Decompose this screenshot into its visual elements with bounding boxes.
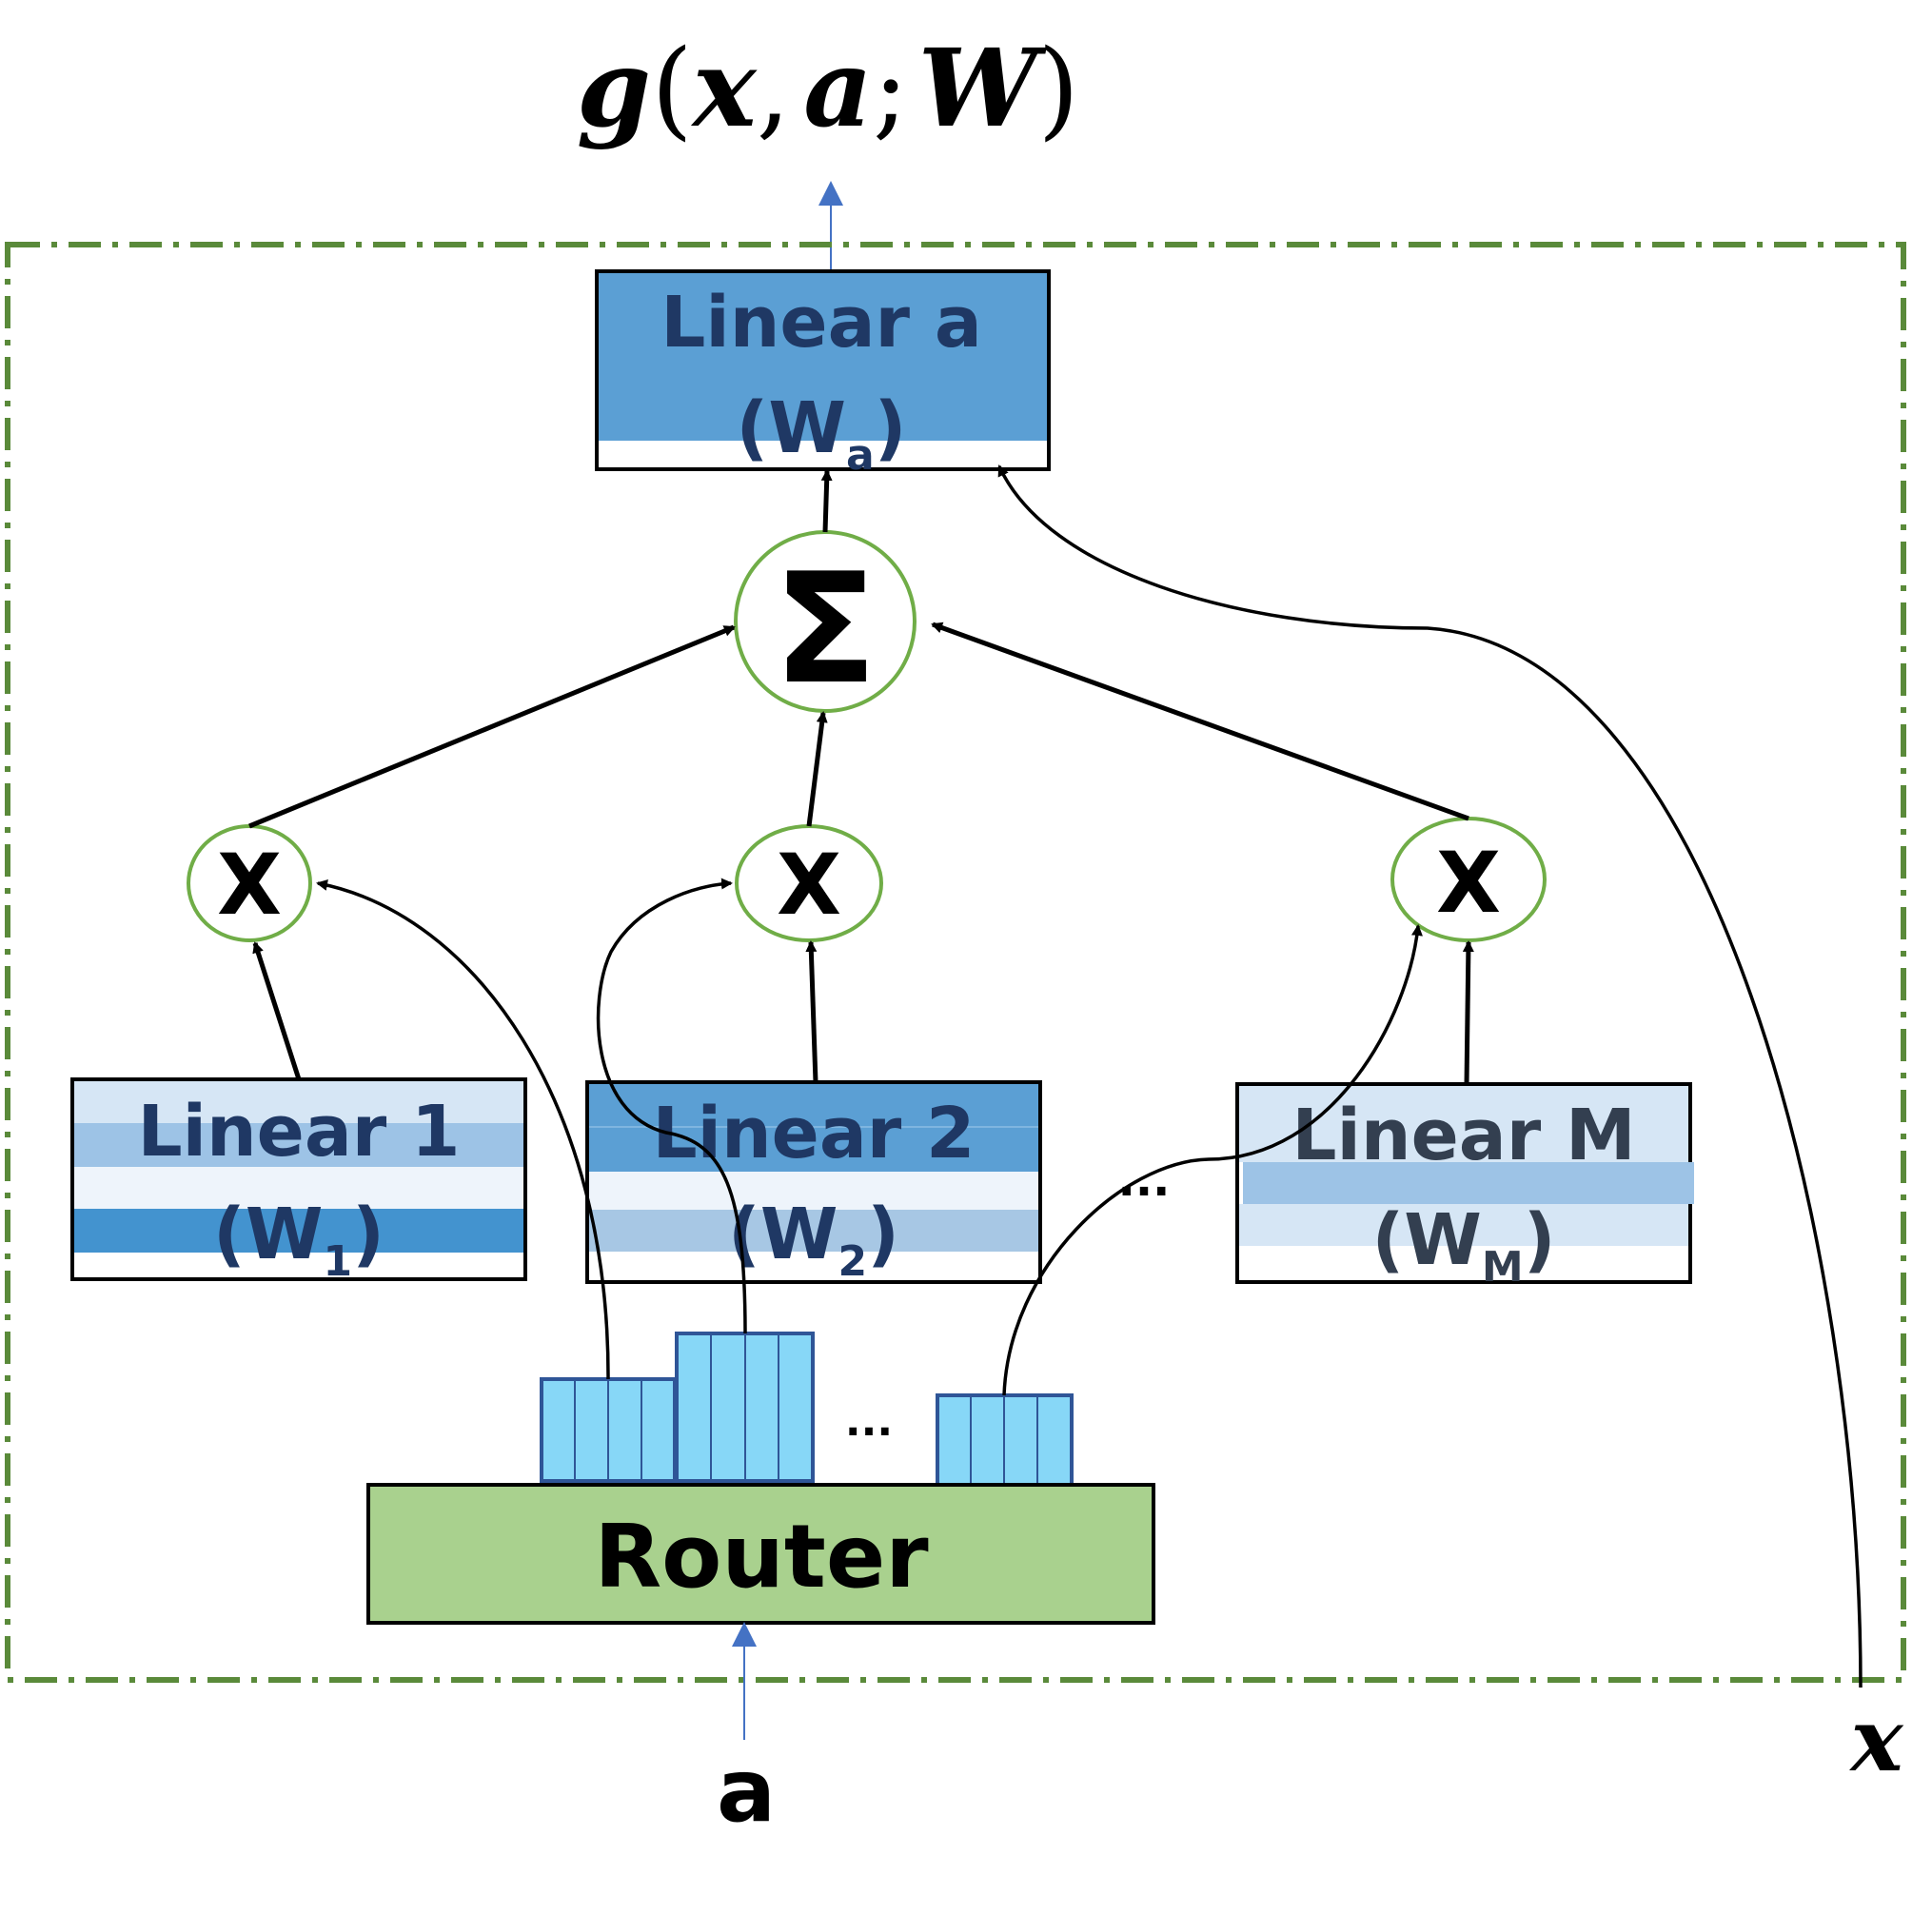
linear-1-title: Linear 1 [137, 1091, 460, 1173]
linear-a-weight-subscript: a [846, 431, 875, 480]
sum-symbol: Σ [773, 540, 877, 718]
gate-arrow-m [1002, 924, 1423, 1396]
linear-2-weight-subscript: 2 [838, 1237, 868, 1286]
input-a-label: a [717, 1740, 776, 1842]
output-a: a [803, 27, 873, 151]
linear-2-weight: (W2) [728, 1194, 899, 1286]
linear-2-block: Linear 2 (W2) [585, 1080, 1042, 1286]
arrow-mult1-to-sum [248, 624, 736, 829]
linear-a-weight-close: ) [875, 387, 907, 469]
linear-m-weight-close: ) [1524, 1199, 1556, 1281]
linear-a-block: Linear a (Wa) [595, 269, 1051, 480]
multiply-symbol-1: X [217, 836, 282, 934]
linear-1-weight-close: ) [352, 1194, 384, 1275]
router-gate-bar-m [936, 1393, 1074, 1487]
output-label: g(x,a;W) [577, 27, 1079, 151]
sum-node: Σ [734, 530, 917, 718]
multiply-node-2: X [735, 824, 883, 942]
linear-2-weight-close: ) [867, 1194, 899, 1275]
linear-m-weight-open: (W [1371, 1199, 1481, 1281]
ellipsis-experts: ... [1118, 1154, 1171, 1207]
arrow-multm-to-sum [931, 622, 1469, 821]
arrow-linear1-to-mult1 [252, 941, 302, 1080]
linear-m-weight: (WM) [1371, 1199, 1555, 1292]
linear-1-weight-subscript: 1 [324, 1237, 353, 1286]
linear-a-weight-open: (W [737, 387, 846, 469]
linear-m-block: Linear M (WM) [1235, 1082, 1694, 1292]
output-open-paren: ( [651, 28, 693, 151]
linear-m-title: Linear M [1291, 1095, 1635, 1176]
gate-arrow-1 [316, 879, 610, 1380]
output-close-paren: ) [1037, 28, 1079, 151]
router-gate-bar-1 [540, 1377, 677, 1483]
linear-a-title: Linear a [660, 282, 982, 364]
output-W: W [918, 27, 1048, 151]
arrow-mult2-to-sum [806, 711, 828, 827]
linear-1-weight-open: (W [213, 1194, 323, 1275]
linear-1-block: Linear 1 (W1) [70, 1077, 527, 1286]
module-boundary [5, 242, 1906, 1683]
arrow-linear2-to-mult2 [805, 940, 818, 1083]
output-g: g [577, 27, 651, 151]
router-block: Router [366, 1483, 1155, 1625]
ellipsis-gates: ... [845, 1397, 893, 1446]
linear-2-weight-open: (W [728, 1194, 838, 1275]
output-comma: , [757, 28, 791, 151]
input-x-label: x [1849, 1688, 1904, 1791]
router-label: Router [594, 1506, 929, 1608]
gate-arrow-2 [596, 878, 747, 1334]
linear-2-title: Linear 2 [652, 1093, 975, 1175]
linear-1-weight: (W1) [213, 1194, 384, 1286]
multiply-symbol-2: X [777, 836, 841, 934]
linear-a-weight: (Wa) [737, 387, 907, 480]
linear-m-weight-subscript: M [1482, 1243, 1524, 1292]
arrow-sum-to-linear-a [820, 469, 833, 533]
input-x-arrow [997, 464, 1863, 1688]
router-gate-bar-2 [675, 1332, 815, 1483]
multiply-node-m: X [1390, 817, 1547, 942]
multiply-node-1: X [187, 824, 312, 942]
output-semicolon: ; [873, 28, 909, 151]
arrow-linearm-to-multm [1462, 940, 1474, 1085]
multiply-symbol-m: X [1436, 834, 1501, 932]
output-x: x [691, 27, 758, 151]
